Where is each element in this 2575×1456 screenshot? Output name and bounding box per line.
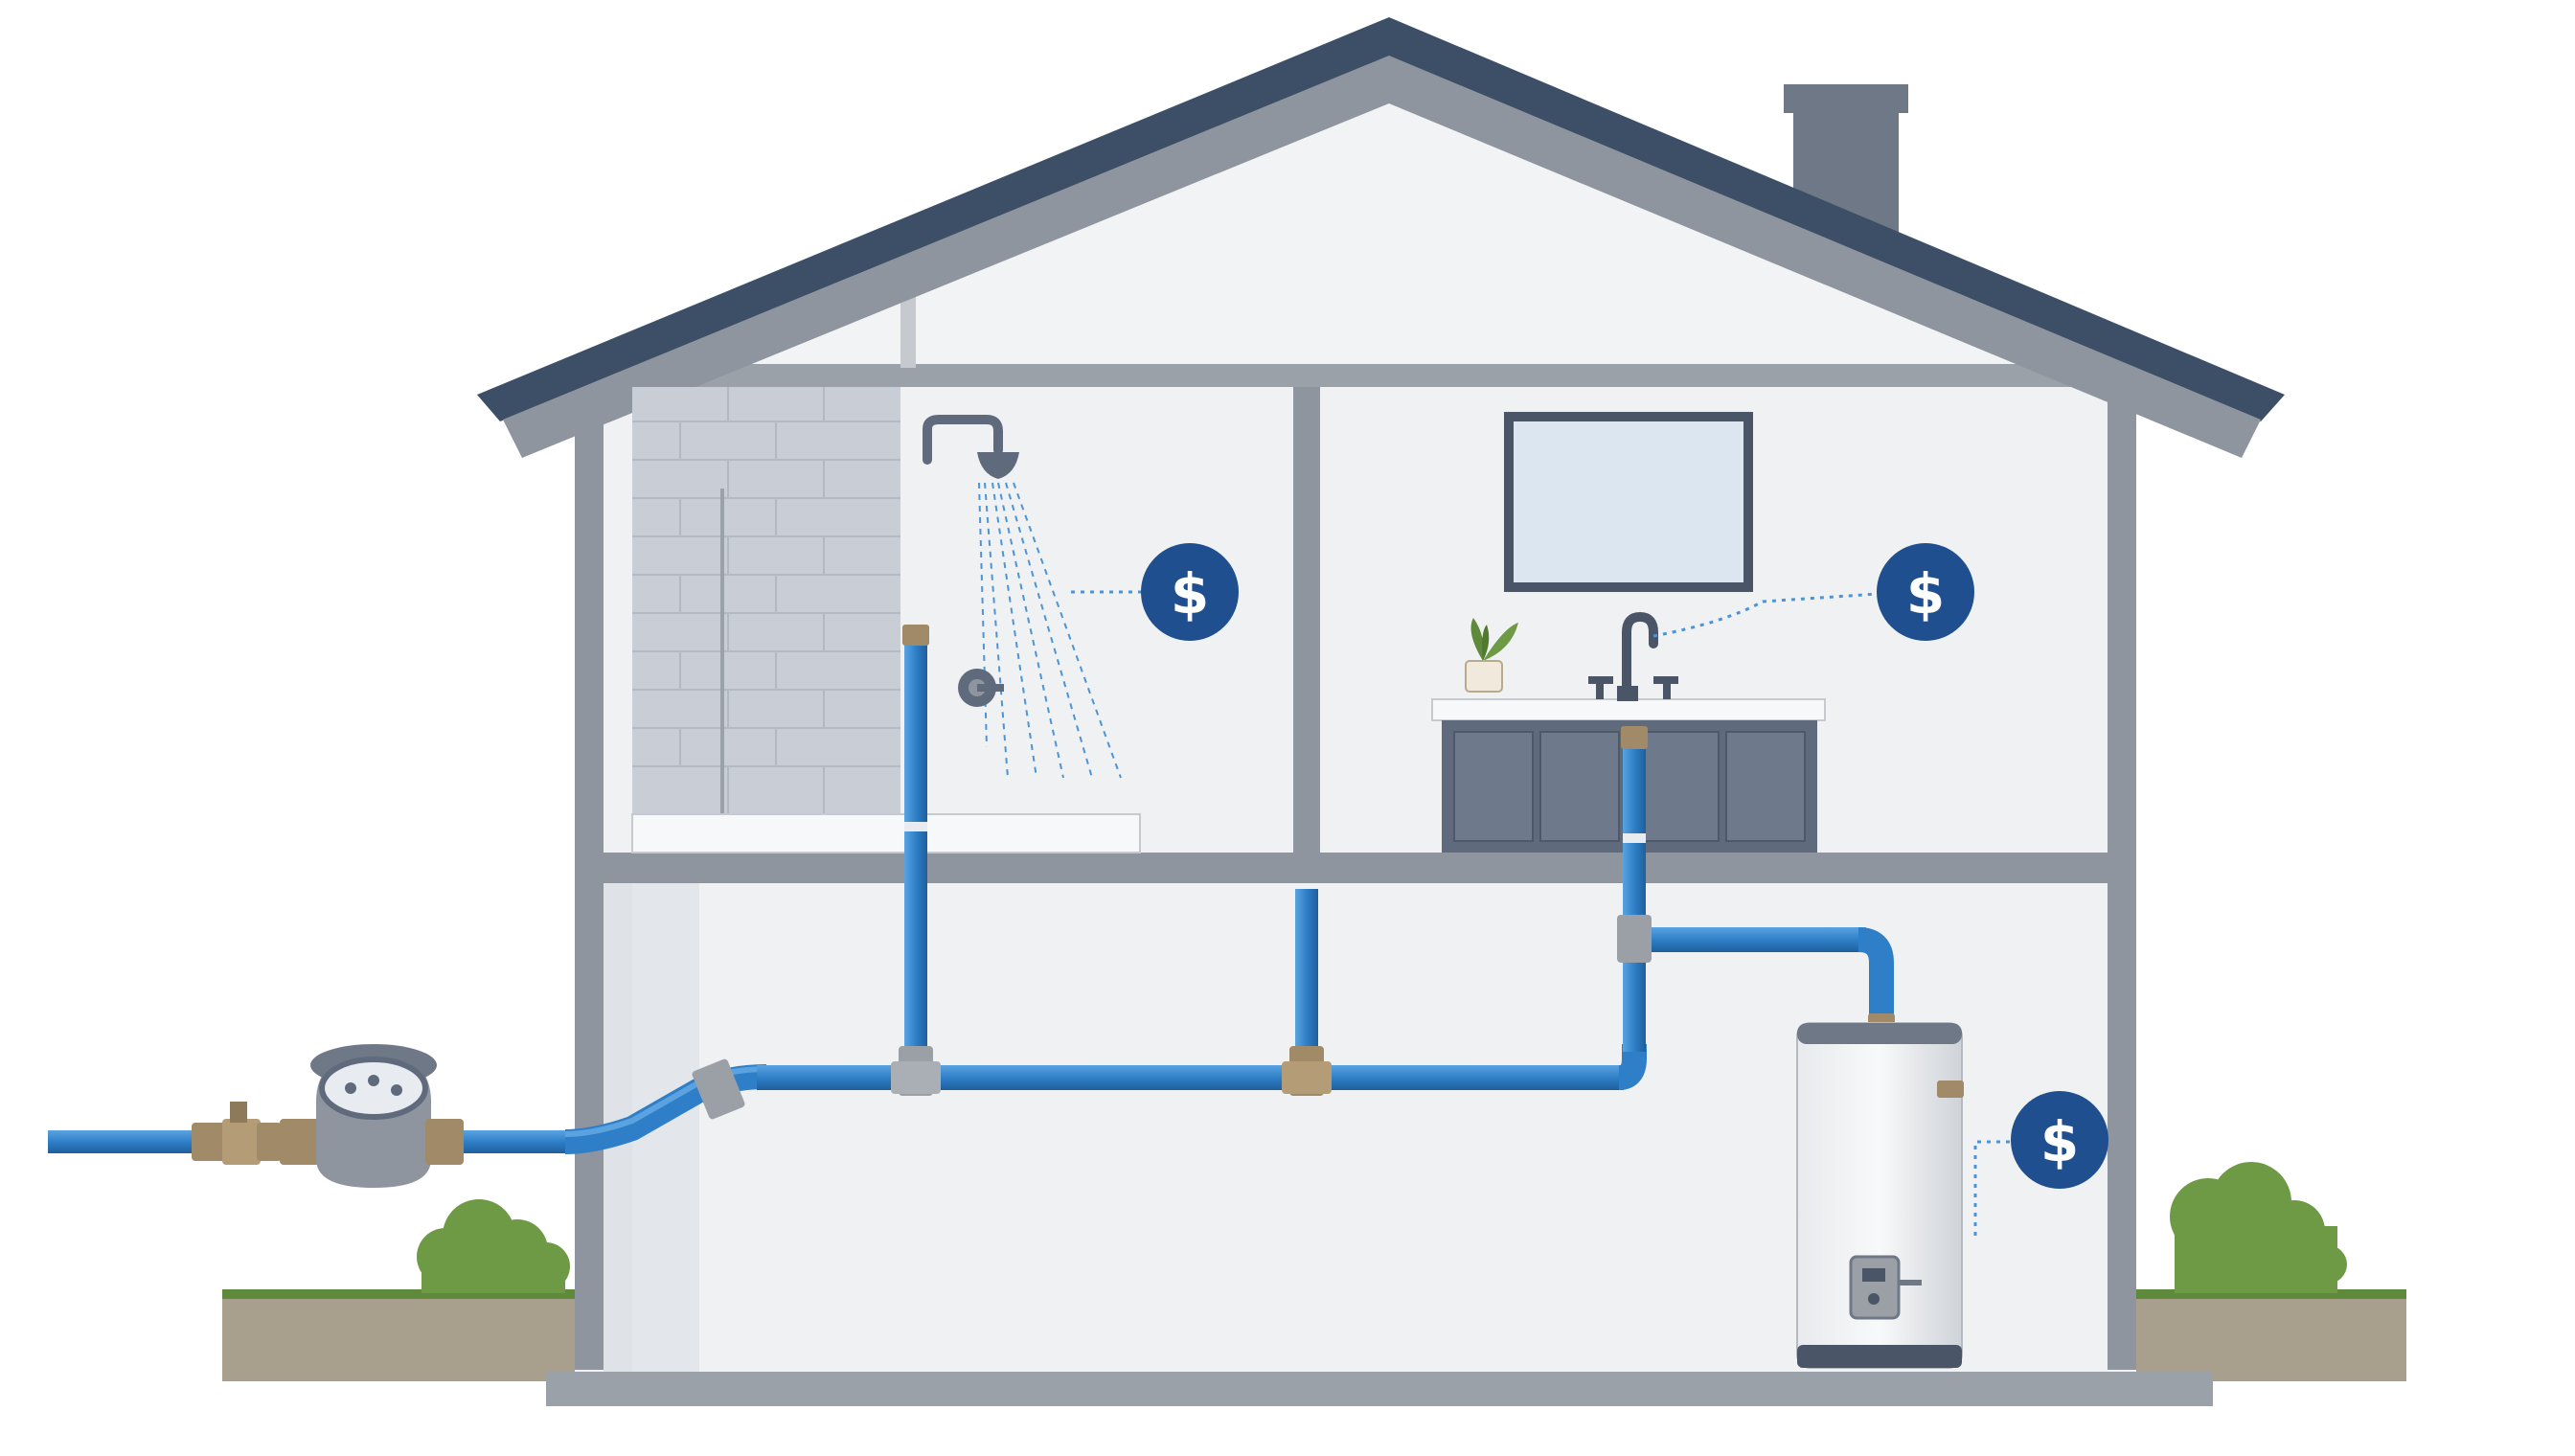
plant-icon (1465, 618, 1518, 693)
main-line-pipe (757, 1065, 1624, 1090)
svg-text:$: $ (1171, 561, 1209, 626)
pipe-fittings (692, 625, 1895, 1120)
ceiling-beam (604, 364, 2108, 387)
right-wall (2108, 402, 2136, 1370)
water-heater-icon (1796, 1022, 1964, 1369)
room-divider (1293, 387, 1320, 853)
svg-text:$: $ (2040, 1109, 2079, 1174)
water-meter-icon (280, 1044, 464, 1188)
floor-slab (604, 853, 2108, 883)
shower-tray (631, 813, 1141, 853)
shut-off-valve-icon (192, 1102, 282, 1165)
faucet-icon (1588, 611, 1678, 701)
sink-riser-pipe (1623, 745, 1646, 1052)
center-riser-pipe (1295, 889, 1318, 1071)
foundation (546, 1372, 2213, 1406)
shower-valve-icon (958, 669, 1004, 707)
svg-text:$: $ (1906, 561, 1945, 626)
shower-riser-pipe (904, 640, 927, 1071)
shrub-left (417, 1199, 570, 1293)
heater-branch-pipe (1646, 927, 1866, 952)
cost-badge-shower: $ (1141, 543, 1239, 641)
badge-leaders (1071, 590, 2012, 1236)
cost-badge-sink: $ (1877, 543, 1974, 641)
shrub-right (2170, 1162, 2347, 1293)
shower-tile-wall (631, 387, 1141, 853)
left-wall (575, 402, 604, 1370)
street-supply-pipe (48, 1130, 201, 1153)
mirror-icon (1504, 412, 1753, 592)
cost-badge-water-heater: $ (2011, 1091, 2108, 1189)
